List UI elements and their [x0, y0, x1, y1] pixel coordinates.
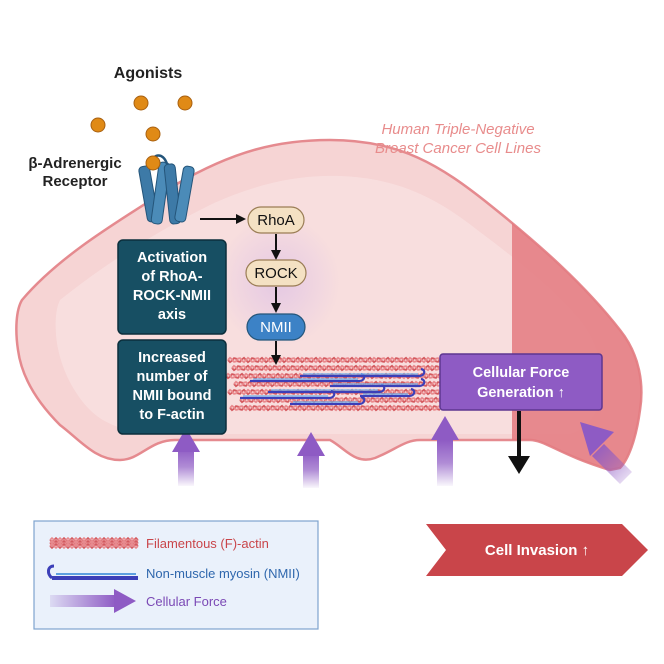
force-arrow-2 — [297, 432, 325, 488]
myosin-bundle — [240, 367, 426, 406]
cell-line-label-line2: Breast Cancer Cell Lines — [375, 140, 541, 157]
force-box-line2: Generation ↑ — [477, 385, 565, 401]
force-to-invasion-arrow — [508, 411, 530, 474]
receptor-label-line2: Receptor — [42, 173, 107, 190]
myosin-filament — [240, 389, 336, 400]
force-box-line1: Cellular Force — [473, 365, 570, 381]
actin-filament — [227, 356, 441, 364]
increased-line1: Increased — [138, 350, 206, 366]
cell-invasion-banner: Cell Invasion ↑ — [426, 524, 648, 576]
bound-agonist-dot — [145, 155, 161, 171]
cell-line-label-line1: Human Triple-Negative — [381, 121, 534, 138]
rock-label: ROCK — [254, 265, 297, 282]
activation-line1: Activation — [137, 250, 207, 266]
cell-invasion-label: Cell Invasion ↑ — [485, 542, 589, 559]
agonist-molecules — [90, 95, 193, 142]
legend-force-swatch — [50, 589, 136, 613]
rhoa-to-rock-arrow — [271, 234, 281, 260]
activation-line3: ROCK-NMII — [133, 288, 211, 304]
increased-line4: to F-actin — [139, 407, 204, 423]
activation-line4: axis — [158, 307, 186, 323]
activation-line2: of RhoA- — [141, 269, 202, 285]
actin-filament — [231, 364, 441, 372]
rock-to-nmii-arrow — [271, 287, 281, 313]
legend-force-label: Cellular Force — [146, 594, 227, 609]
legend-actin-label: Filamentous (F)-actin — [146, 536, 269, 551]
force-arrow-3 — [431, 416, 459, 486]
rhoa-label: RhoA — [257, 212, 295, 229]
activation-box: Activation of RhoA- ROCK-NMII axis — [117, 239, 227, 335]
increased-line3: NMII bound — [133, 388, 212, 404]
legend-actin-swatch — [49, 536, 139, 550]
agonists-label: Agonists — [114, 65, 183, 82]
legend-actin-strand — [49, 542, 139, 550]
agonist-dot — [177, 95, 193, 111]
rock-pill: ROCK — [245, 259, 307, 287]
rhoa-pill: RhoA — [247, 206, 305, 234]
force-generation-box: Cellular Force Generation ↑ — [439, 353, 603, 411]
increased-line2: number of — [137, 369, 208, 385]
legend-myosin-swatch — [47, 564, 138, 580]
force-arrow-4 — [580, 422, 632, 484]
force-arrow-1 — [172, 428, 200, 486]
actin-filament — [229, 404, 441, 412]
legend: Filamentous (F)-actin Non-muscle myosin … — [33, 520, 319, 630]
cell-body — [15, 138, 643, 472]
myosin-filament — [330, 377, 426, 388]
receptor-icon — [138, 154, 195, 225]
nmii-label: NMII — [260, 319, 292, 336]
nmii-pill: NMII — [246, 313, 306, 341]
myosin-filament — [300, 367, 426, 378]
nmii-to-actin-arrow — [271, 341, 281, 365]
increased-box: Increased number of NMII bound to F-acti… — [117, 339, 227, 435]
myosin-filament — [360, 387, 416, 398]
receptor-label-line1: β-Adrenergic — [28, 155, 121, 172]
legend-nmii-label: Non-muscle myosin (NMII) — [146, 566, 300, 581]
agonist-dot — [145, 126, 161, 142]
agonist-dot — [90, 117, 106, 133]
force-arrows — [172, 416, 632, 488]
receptor-to-rhoa-arrow — [200, 214, 246, 224]
agonist-dot — [133, 95, 149, 111]
myosin-filament — [290, 395, 366, 406]
